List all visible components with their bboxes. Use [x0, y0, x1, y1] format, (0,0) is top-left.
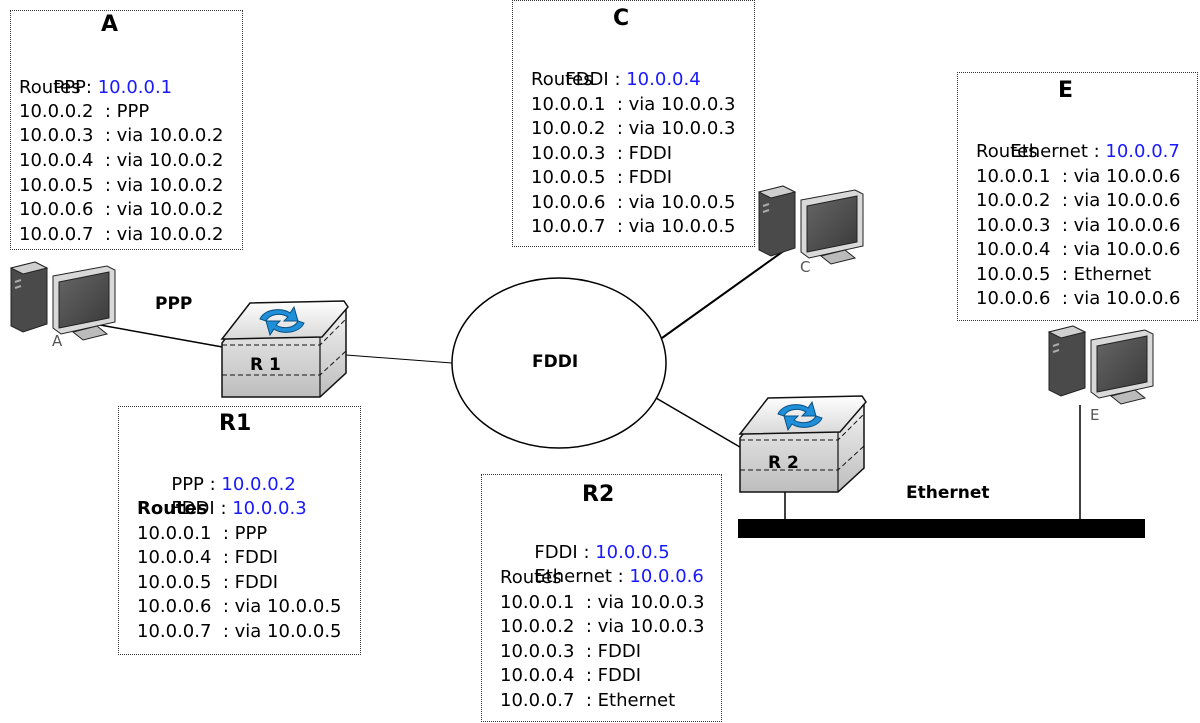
interface-name: FDDI : — [171, 498, 233, 519]
interface-name: FDDI : — [565, 69, 627, 90]
route-entry: 10.0.0.7 : via 10.0.0.5 — [531, 216, 736, 237]
route-entry: 10.0.0.2 : via 10.0.0.3 — [500, 616, 705, 637]
interface-line: FDDI : 10.0.0.3 — [137, 473, 307, 545]
box-title: C — [613, 6, 630, 31]
interface-ip: 10.0.0.4 — [626, 69, 701, 90]
interface-ip: 10.0.0.3 — [232, 498, 307, 519]
interface-line: Ethernet : 10.0.0.6 — [500, 541, 704, 613]
interface-ip: 10.0.0.6 — [629, 566, 704, 587]
route-entry: 10.0.0.6 : via 10.0.0.2 — [19, 199, 224, 220]
interface-line: FDDI : 10.0.0.5 — [500, 517, 670, 589]
route-entry: 10.0.0.3 : FDDI — [531, 143, 673, 164]
route-entry: 10.0.0.2 : via 10.0.0.6 — [976, 190, 1181, 211]
fddi-link-label: FDDI — [532, 352, 579, 372]
host-a-computer-icon — [9, 261, 116, 341]
ethernet-bus — [738, 519, 1145, 538]
route-entry: 10.0.0.6 : via 10.0.0.5 — [531, 192, 736, 213]
interface-line: PPP : 10.0.0.2 — [137, 449, 296, 521]
r1-fddi-link — [345, 354, 453, 364]
route-entry: 10.0.0.4 : via 10.0.0.6 — [976, 239, 1181, 260]
route-entry: 10.0.0.4 : via 10.0.0.2 — [19, 150, 224, 171]
router-r1-icon — [220, 300, 349, 398]
route-entry: 10.0.0.7 : Ethernet — [500, 690, 676, 711]
interface-name: PPP : — [171, 474, 222, 495]
host-c-routing-table: C FDDI : 10.0.0.4 Routes 10.0.0.1 : via … — [512, 0, 755, 247]
ppp-link-label: PPP — [155, 294, 193, 314]
router-r1-label: R 1 — [250, 355, 281, 375]
router-r1-routing-table: R1 PPP : 10.0.0.2 FDDI : 10.0.0.3 Routes… — [118, 406, 361, 655]
route-entry: 10.0.0.3 : via 10.0.0.6 — [976, 215, 1181, 236]
route-entry: 10.0.0.7 : via 10.0.0.5 — [137, 621, 342, 642]
interface-name: PPP: — [53, 77, 98, 98]
box-title: R1 — [219, 411, 252, 436]
host-c-label: C — [800, 258, 811, 276]
routes-heading: Routes — [531, 69, 593, 90]
interface-line: FDDI : 10.0.0.4 — [531, 44, 701, 116]
interface-ip: 10.0.0.2 — [221, 474, 296, 495]
route-entry: 10.0.0.6 : via 10.0.0.6 — [976, 288, 1181, 309]
ppp-link — [99, 324, 229, 349]
interface-name: FDDI : — [534, 542, 596, 563]
interface-ip: 10.0.0.7 — [1105, 141, 1180, 162]
route-entry: 10.0.0.4 : FDDI — [137, 547, 279, 568]
interface-name: Ethernet : — [534, 566, 630, 587]
route-entry: 10.0.0.2 : PPP — [19, 101, 150, 122]
fddi-ring — [451, 277, 667, 449]
c-fddi-link — [661, 249, 786, 339]
route-entry: 10.0.0.3 : FDDI — [500, 641, 642, 662]
route-entry: 10.0.0.1 : via 10.0.0.6 — [976, 166, 1181, 187]
route-entry: 10.0.0.7 : via 10.0.0.2 — [19, 224, 224, 245]
router-r2-icon — [738, 395, 867, 493]
routes-heading: Routes — [500, 567, 562, 588]
host-c-computer-icon — [757, 185, 864, 265]
box-title: R2 — [582, 482, 615, 507]
interface-line: PPP: 10.0.0.1 — [19, 52, 172, 124]
host-e-computer-icon — [1047, 325, 1154, 405]
host-a-label: A — [52, 332, 63, 350]
route-entry: 10.0.0.1 : via 10.0.0.3 — [500, 592, 705, 613]
ethernet-link-label: Ethernet — [906, 483, 990, 503]
host-e-label: E — [1090, 406, 1100, 424]
route-entry: 10.0.0.1 : PPP — [137, 523, 268, 544]
routes-heading: Routes — [137, 498, 208, 519]
route-entry: 10.0.0.5 : FDDI — [531, 167, 673, 188]
box-title: A — [101, 12, 119, 37]
interface-name: Ethernet : — [1010, 141, 1106, 162]
route-entry: 10.0.0.5 : Ethernet — [976, 264, 1152, 285]
interface-ip: 10.0.0.5 — [595, 542, 670, 563]
route-entry: 10.0.0.1 : via 10.0.0.3 — [531, 94, 736, 115]
interface-line: Ethernet : 10.0.0.7 — [976, 116, 1180, 188]
route-entry: 10.0.0.2 : via 10.0.0.3 — [531, 118, 736, 139]
box-title: E — [1058, 78, 1074, 103]
route-entry: 10.0.0.5 : FDDI — [137, 572, 279, 593]
router-r2-routing-table: R2 FDDI : 10.0.0.5 Ethernet : 10.0.0.6 R… — [481, 474, 722, 722]
routes-heading: Routes — [19, 77, 81, 98]
router-r2-label: R 2 — [768, 453, 799, 473]
host-a-routing-table: A PPP: 10.0.0.1 Routes 10.0.0.2 : PPP 10… — [10, 10, 243, 250]
route-entry: 10.0.0.6 : via 10.0.0.5 — [137, 596, 342, 617]
interface-ip: 10.0.0.1 — [97, 77, 173, 98]
route-entry: 10.0.0.5 : via 10.0.0.2 — [19, 175, 224, 196]
route-entry: 10.0.0.3 : via 10.0.0.2 — [19, 125, 224, 146]
r2-fddi-link — [655, 397, 746, 451]
host-e-routing-table: E Ethernet : 10.0.0.7 Routes 10.0.0.1 : … — [957, 72, 1198, 321]
route-entry: 10.0.0.4 : FDDI — [500, 665, 642, 686]
routes-heading: Routes — [976, 141, 1038, 162]
